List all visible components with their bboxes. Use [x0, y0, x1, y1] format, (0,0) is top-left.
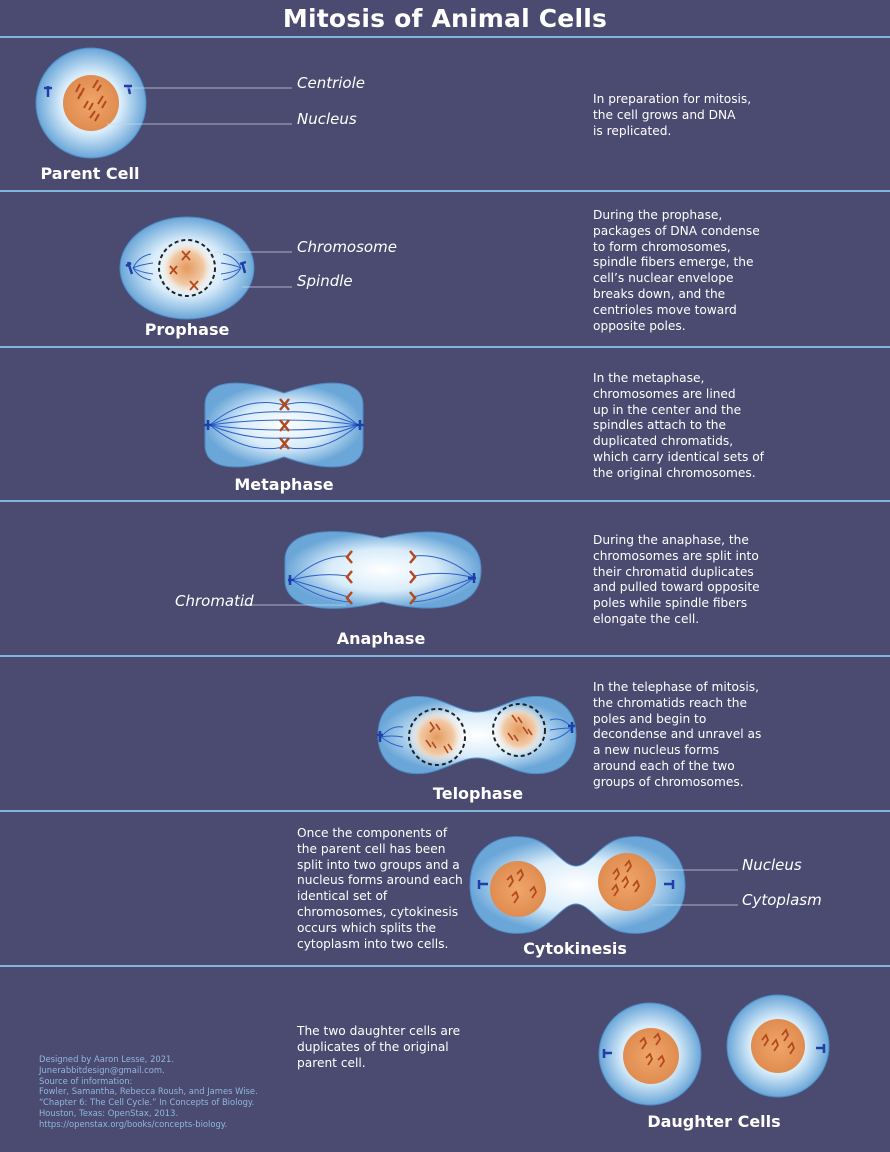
- label-chromosome: Chromosome: [297, 238, 397, 256]
- divider: [0, 965, 890, 967]
- credits: Designed by Aaron Lesse, 2021. Junerabbi…: [39, 1054, 258, 1129]
- label-chromatid: Chromatid: [175, 592, 254, 610]
- metaphase-diagram: [204, 382, 364, 468]
- stage-name-parent-cell: Parent Cell: [40, 164, 140, 183]
- anaphase-diagram: [240, 531, 482, 609]
- stage-description-cytokinesis: Once the components of the parent cell h…: [297, 826, 463, 951]
- stage-name-telophase: Telophase: [432, 784, 524, 803]
- parent-cell-diagram: [35, 47, 292, 159]
- divider: [0, 500, 890, 502]
- stage-description-telophase: In the telephase of mitosis, the chromat…: [593, 680, 762, 789]
- prophase-diagram: [119, 216, 292, 320]
- label-nucleus: Nucleus: [297, 110, 357, 128]
- stage-description-parent-cell: In preparation for mitosis, the cell gro…: [593, 92, 752, 138]
- stage-description-anaphase: During the anaphase, the chromosomes are…: [593, 533, 760, 626]
- stage-description-metaphase: In the metaphase, chromosomes are lined …: [593, 371, 764, 480]
- divider: [0, 810, 890, 812]
- label-nucleus: Nucleus: [742, 856, 802, 874]
- divider: [0, 36, 890, 38]
- divider: [0, 655, 890, 657]
- stage-name-metaphase: Metaphase: [234, 475, 334, 494]
- stage-name-daughter-cells: Daughter Cells: [647, 1112, 781, 1131]
- label-spindle: Spindle: [297, 272, 353, 290]
- cytokinesis-diagram: [469, 836, 738, 934]
- divider: [0, 190, 890, 192]
- telophase-diagram: [377, 695, 577, 775]
- stage-name-anaphase: Anaphase: [336, 629, 426, 648]
- label-centriole: Centriole: [297, 74, 365, 92]
- page-title: Mitosis of Animal Cells: [282, 4, 608, 33]
- stage-description-prophase: During the prophase, packages of DNA con…: [593, 208, 760, 333]
- stage-name-prophase: Prophase: [144, 320, 230, 339]
- stage-name-cytokinesis: Cytokinesis: [523, 939, 627, 958]
- daughter-cells-diagram: [598, 994, 830, 1106]
- divider: [0, 346, 890, 348]
- label-cytoplasm: Cytoplasm: [742, 891, 822, 909]
- stage-description-daughter-cells: The two daughter cells are duplicates of…: [297, 1024, 461, 1070]
